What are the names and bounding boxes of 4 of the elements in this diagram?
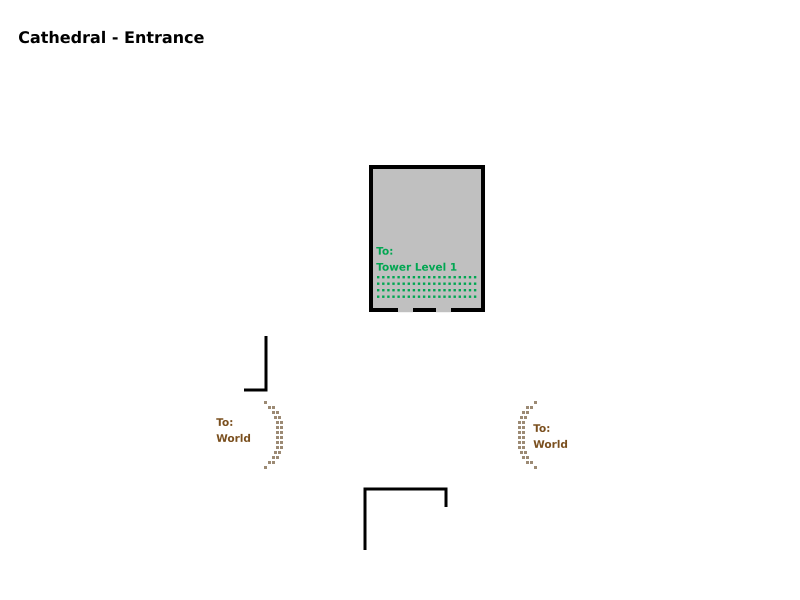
room-box: To: Tower Level 1: [369, 165, 485, 312]
exit-label: To: World: [533, 424, 568, 448]
exit-label: To: World: [216, 418, 250, 442]
map-title: Cathedral - Entrance: [19, 30, 204, 44]
